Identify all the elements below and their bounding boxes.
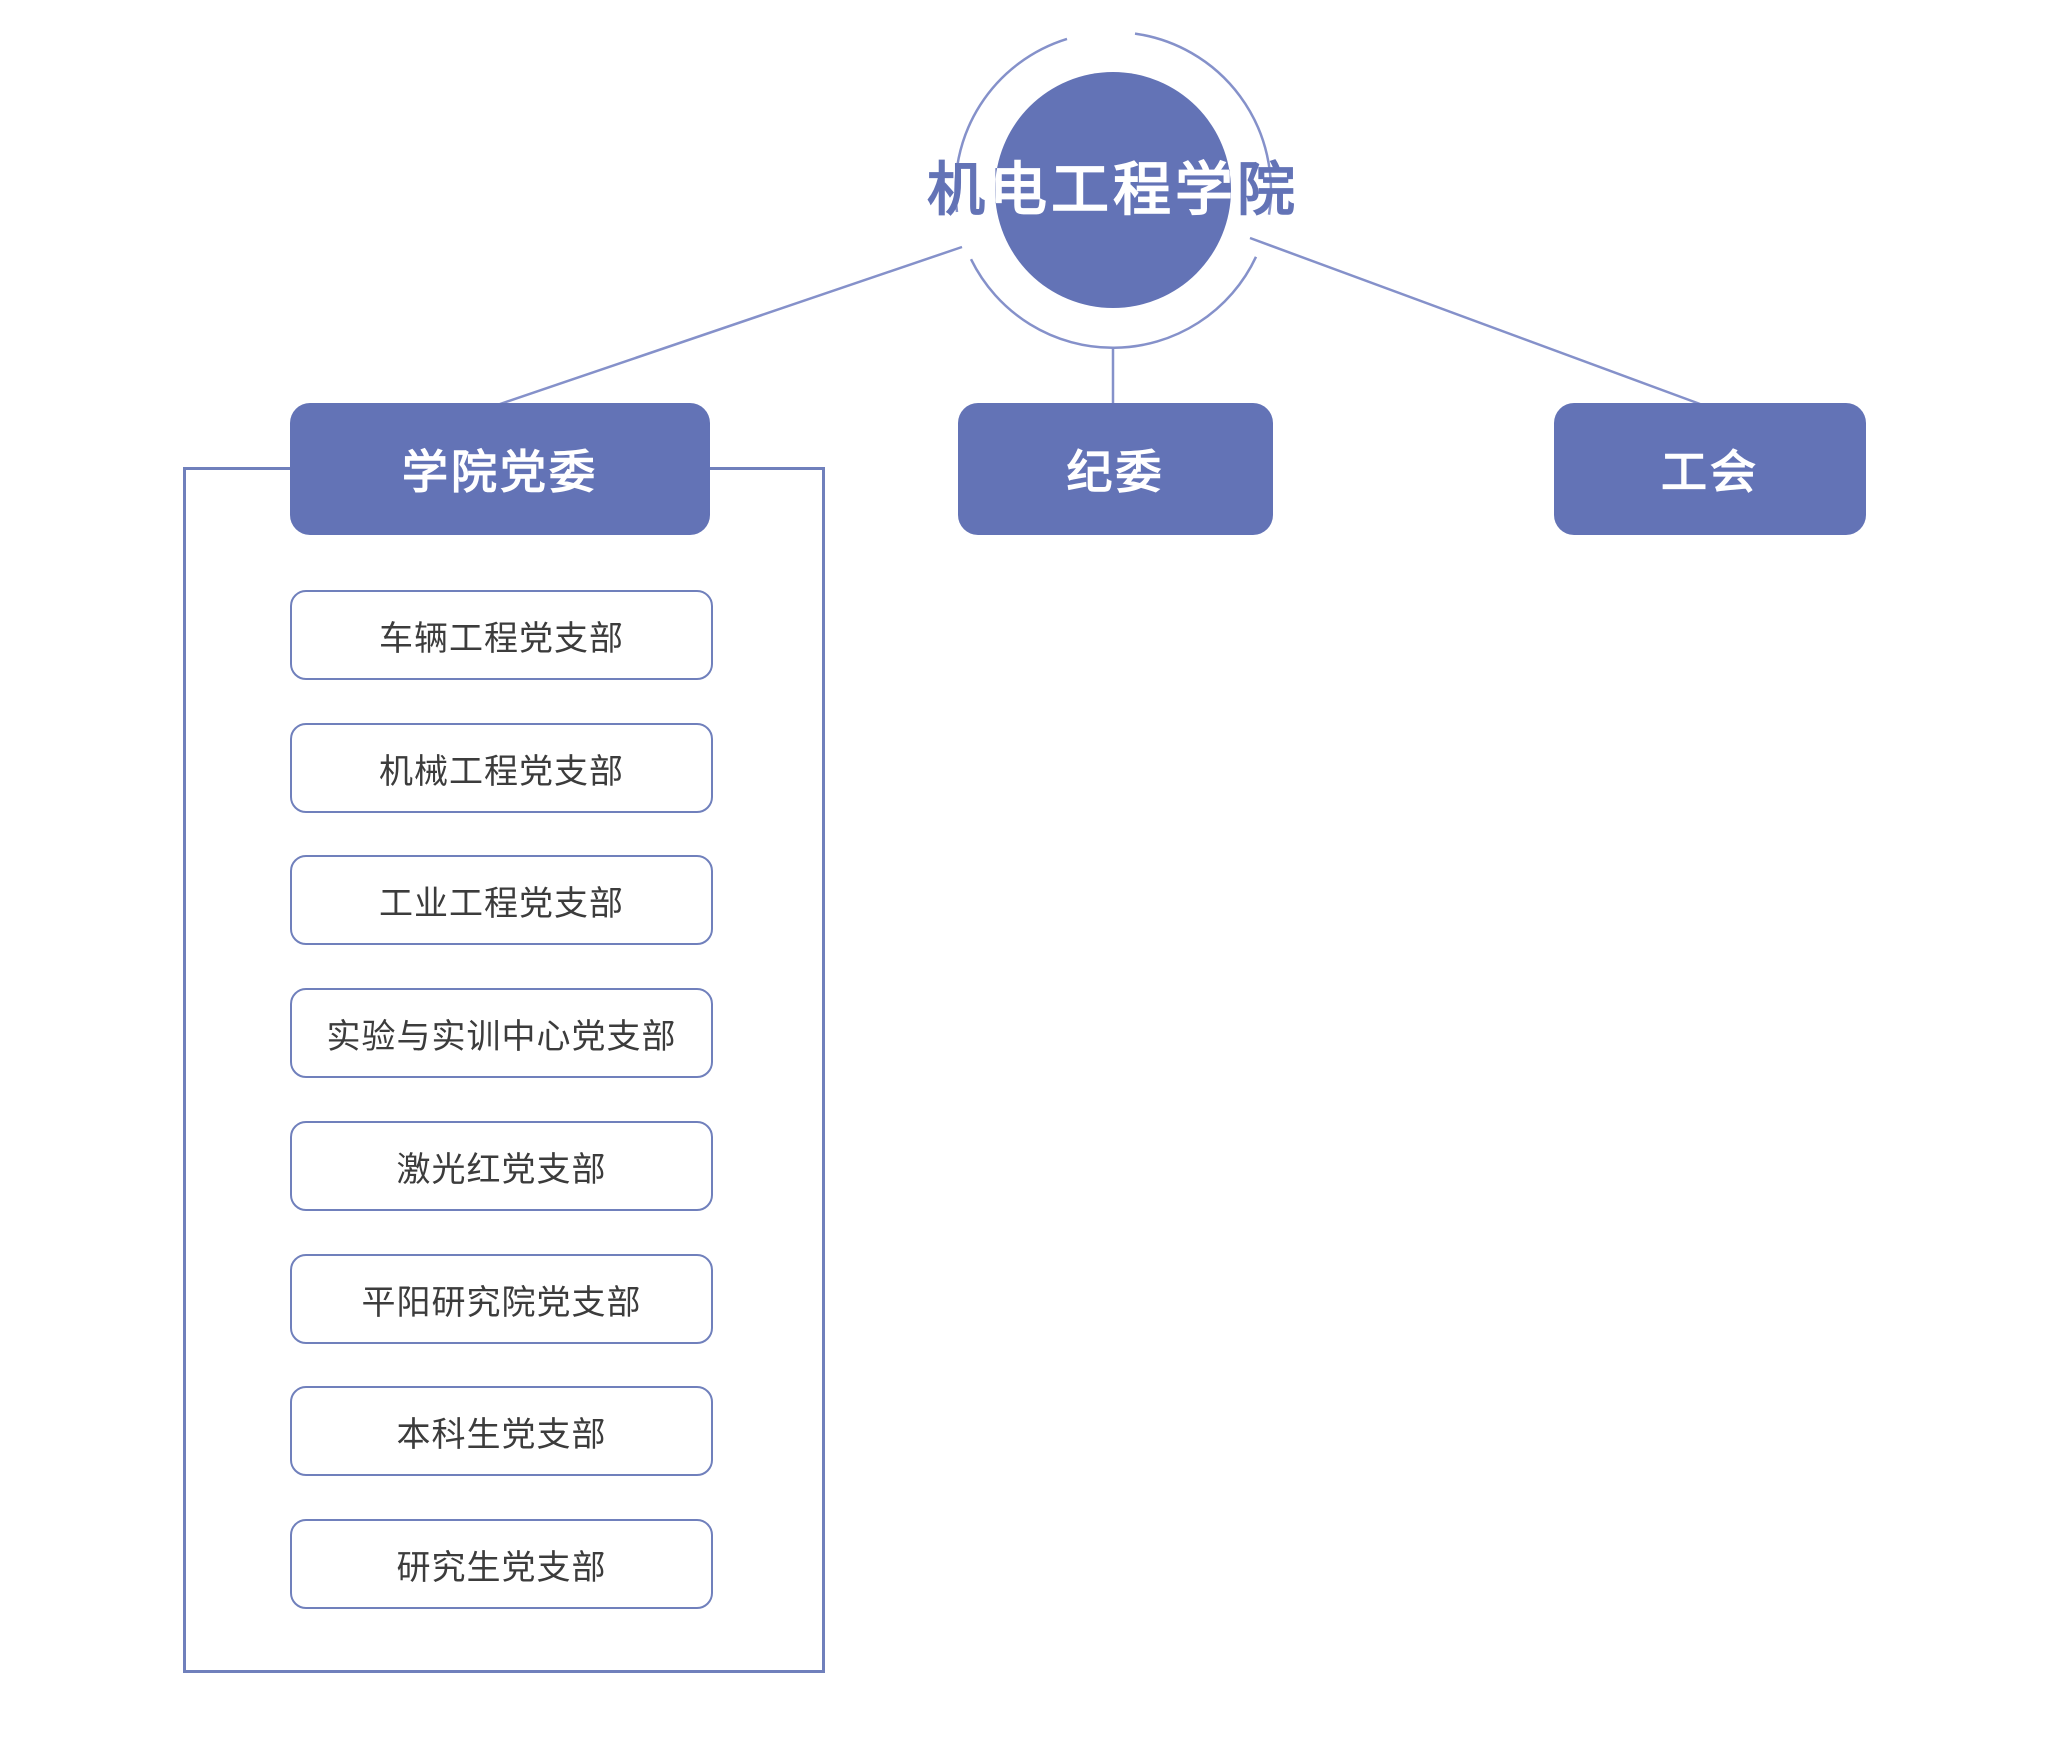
node-party-branch-5: 激光红党支部 bbox=[290, 1121, 713, 1211]
connector-root-to-labor-union bbox=[1249, 236, 1701, 406]
node-party-branch-6: 平阳研究院党支部 bbox=[290, 1254, 713, 1344]
party-branch-label: 本科生党支部 bbox=[396, 1415, 607, 1454]
node-party-branch-8: 研究生党支部 bbox=[290, 1519, 713, 1609]
party-branch-label: 激光红党支部 bbox=[396, 1150, 607, 1189]
node-party-branch-1: 车辆工程党支部 bbox=[290, 590, 713, 680]
party-branch-label: 平阳研究院党支部 bbox=[361, 1283, 642, 1322]
node-discipline-committee: 纪委 bbox=[958, 403, 1273, 535]
connector-lines bbox=[499, 236, 1701, 406]
party-branch-label: 机械工程党支部 bbox=[379, 752, 624, 791]
party-branch-label: 研究生党支部 bbox=[396, 1548, 607, 1587]
labor-union-label: 工会 bbox=[1661, 446, 1759, 498]
node-party-branch-7: 本科生党支部 bbox=[290, 1386, 713, 1476]
connector-root-to-party-committee bbox=[499, 245, 963, 406]
root-node-circle bbox=[995, 72, 1231, 308]
node-labor-union: 工会 bbox=[1554, 403, 1866, 535]
party-committee-label: 学院党委 bbox=[402, 446, 598, 498]
node-party-branch-3: 工业工程党支部 bbox=[290, 855, 713, 945]
party-branch-label: 车辆工程党支部 bbox=[379, 619, 624, 658]
root-node-label-inner: 机电工程学院 bbox=[927, 158, 1299, 223]
node-party-committee: 学院党委 bbox=[290, 403, 710, 535]
node-party-branch-4: 实验与实训中心党支部 bbox=[290, 988, 713, 1078]
party-branch-label: 工业工程党支部 bbox=[379, 884, 624, 923]
root-node-ring bbox=[954, 32, 1273, 350]
party-branch-label: 实验与实训中心党支部 bbox=[326, 1017, 677, 1056]
node-party-branch-2: 机械工程党支部 bbox=[290, 723, 713, 813]
discipline-committee-label: 纪委 bbox=[1066, 446, 1165, 498]
root-node-label: 机电工程学院 bbox=[927, 158, 1299, 223]
